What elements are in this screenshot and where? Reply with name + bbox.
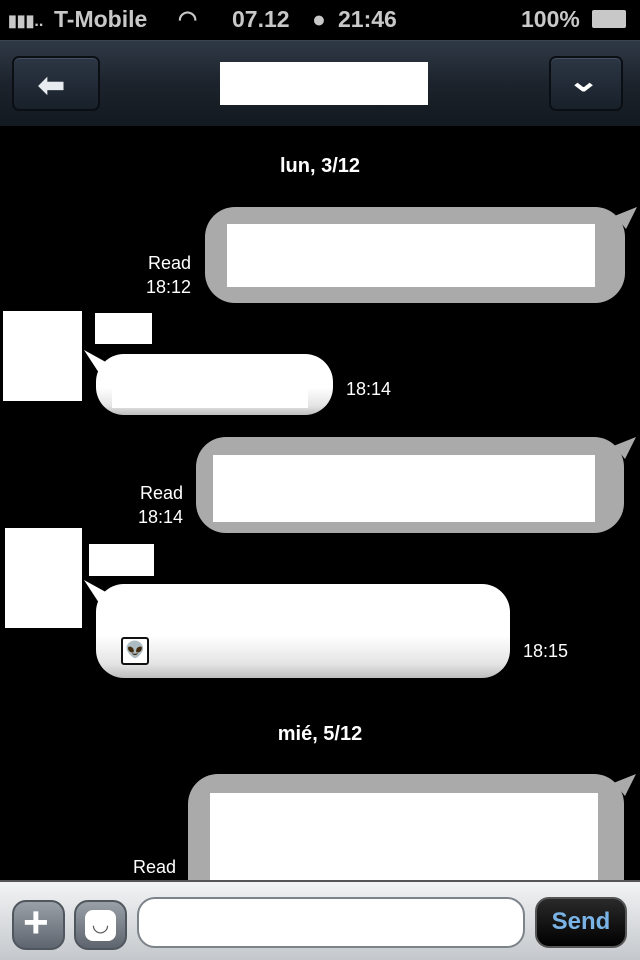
conversation-title [220, 62, 428, 105]
menu-button[interactable]: ⌄ [549, 56, 623, 111]
send-button[interactable]: Send [535, 897, 627, 948]
signal-icon: ▮▮▮.. [8, 13, 44, 30]
message-meta: Read 18:14 [90, 481, 183, 529]
nav-bar: ⬅ ⌄ [0, 40, 640, 126]
avatar[interactable] [5, 528, 82, 628]
message-meta: Read 18:12 [100, 251, 191, 299]
sender-name [95, 313, 152, 344]
chevron-down-icon: ⌄ [567, 65, 600, 98]
message-time: 18:14 [346, 379, 392, 399]
message-time: 18:14 [137, 507, 183, 527]
alien-icon: 👽 [121, 637, 149, 665]
arrow-left-icon: ⬅ [38, 67, 65, 103]
sent-message[interactable] [196, 437, 624, 533]
back-button[interactable]: ⬅ [12, 56, 100, 111]
message-input[interactable] [137, 897, 525, 948]
date-separator: mié, 5/12 [277, 723, 363, 745]
message-text [213, 455, 595, 522]
message-text [227, 224, 595, 287]
status-date: 07.12 [232, 6, 290, 32]
read-status: Read [147, 253, 191, 273]
message-text [116, 590, 490, 634]
battery-icon [592, 10, 626, 28]
sender-name [89, 544, 154, 576]
status-time: 21:46 [338, 6, 397, 32]
message-time: 18:12 [145, 277, 191, 297]
read-status: Read [132, 857, 176, 877]
read-status: Read [139, 483, 183, 503]
composer-bar: + ◡ Send [0, 880, 640, 960]
carrier: T-Mobile [54, 6, 148, 32]
smiley-icon: ◡ [85, 910, 116, 941]
plus-icon: + [23, 898, 49, 947]
avatar[interactable] [3, 311, 82, 401]
battery-percent: 100% [521, 6, 580, 32]
add-attachment-button[interactable]: + [12, 898, 65, 950]
emoji-button[interactable]: ◡ [74, 900, 127, 950]
date-separator: lun, 3/12 [279, 155, 361, 177]
sent-message[interactable] [205, 207, 625, 303]
message-time: 18:15 [523, 641, 569, 661]
received-message[interactable] [96, 354, 333, 415]
message-text [112, 370, 308, 408]
wifi-icon: ◠ [178, 6, 198, 31]
status-bar: ▮▮▮.. T-Mobile ◠ 07.12 ● 21:46 100% [0, 0, 640, 40]
received-message[interactable]: 👽 [96, 584, 510, 678]
apple-icon: ● [312, 6, 326, 32]
